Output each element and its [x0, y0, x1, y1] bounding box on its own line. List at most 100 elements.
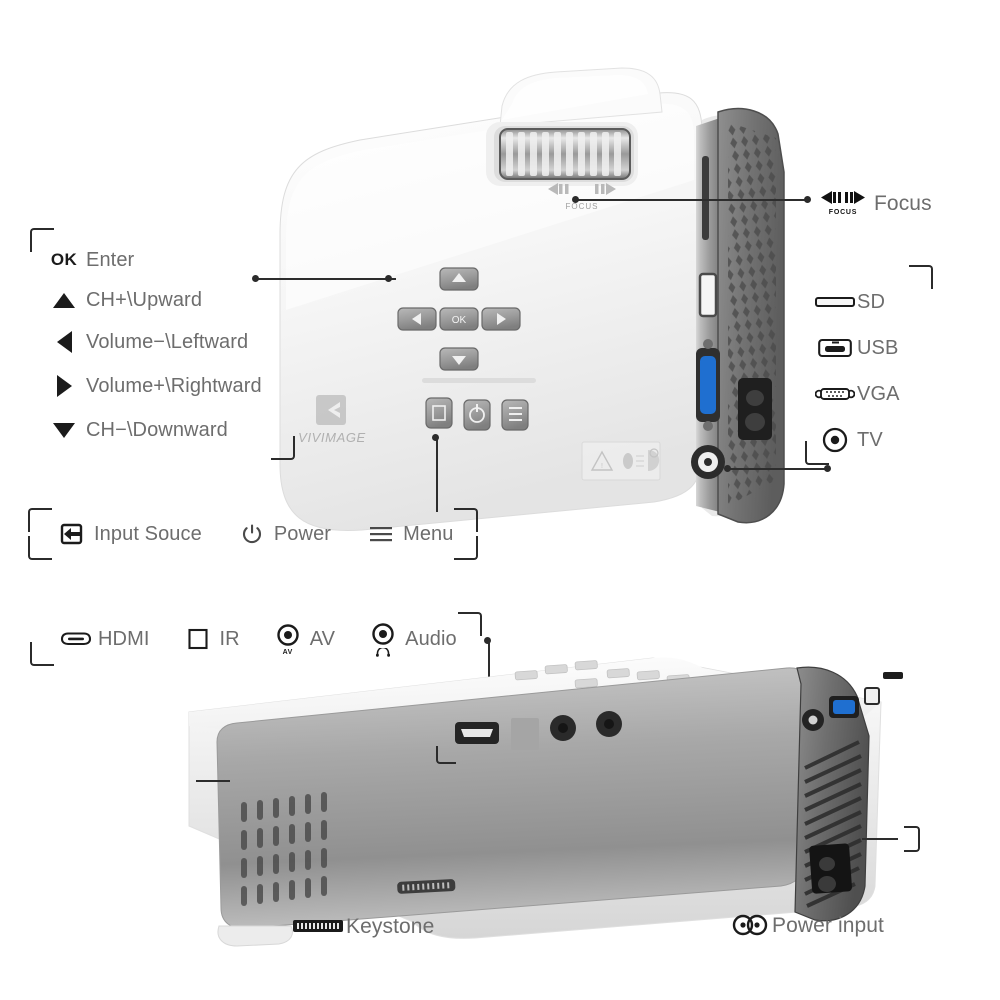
power-icon [230, 523, 274, 545]
focus-label: Focus [874, 191, 932, 215]
usb-port-on-device [698, 272, 718, 318]
keypad-item-enter[interactable]: OK Enter [42, 240, 292, 280]
bracket-corner-bottom-left [30, 642, 54, 666]
ac-socket-on-device [738, 378, 772, 440]
function-label-input-source: Input Souce [94, 523, 202, 545]
svg-text:OK: OK [452, 315, 467, 326]
ir-window-on-device [511, 718, 539, 750]
keypad-item-left[interactable]: Volume−\Leftward [42, 320, 292, 364]
menu-icon [359, 525, 403, 543]
port-item-tv[interactable]: TV [813, 417, 933, 463]
bracket-corner-top-right [454, 508, 478, 532]
focus-icon-caption: FOCUS [828, 209, 858, 216]
audio-icon [361, 622, 405, 657]
bracket-power-input [896, 826, 920, 852]
rear-label-hdmi: HDMI [98, 628, 150, 650]
power-input-callout[interactable]: Power input [728, 910, 884, 940]
keystone-slider-icon [290, 919, 346, 933]
usb-port-on-rear-device [864, 687, 880, 705]
triangle-right-icon [42, 375, 86, 397]
port-label-tv: TV [857, 429, 883, 451]
hdmi-port-on-device [455, 722, 499, 744]
keypad-label-up: CH+\Upward [86, 289, 203, 311]
port-item-usb[interactable]: USB [813, 325, 933, 371]
leader-dot-function [432, 434, 439, 441]
dpad-buttons: OK [397, 267, 521, 371]
keypad-item-up[interactable]: CH+\Upward [42, 280, 292, 320]
hdmi-icon [54, 631, 98, 647]
audio-jack-on-device [596, 711, 622, 737]
leader-line-focus [576, 199, 808, 201]
tv-coax-icon [813, 427, 857, 453]
leader-dot-rear-ports [484, 637, 491, 644]
dpad-down-button [439, 347, 479, 371]
port-label-usb: USB [857, 337, 899, 359]
bracket-corner-top-right [458, 612, 482, 636]
keypad-label-left: Volume−\Leftward [86, 331, 249, 353]
projector-rear-view [175, 650, 905, 950]
keystone-slider-on-device [397, 879, 456, 894]
leader-dot-keypad-start [252, 275, 259, 282]
vga-port-on-device [696, 339, 720, 431]
keystone-callout[interactable]: Keystone [290, 912, 434, 940]
rear-label-av: AV [309, 628, 336, 650]
rear-ports-callout-group: HDMI IR AV AV [30, 612, 482, 666]
focus-arrows-marking-icon [548, 183, 616, 195]
port-item-sd[interactable]: SD [813, 279, 933, 325]
tv-coax-port-on-device [691, 445, 725, 479]
power-input-icon [728, 914, 772, 936]
brand-name: VIVIMAGE [298, 430, 366, 445]
dpad-left-button [397, 307, 437, 331]
dpad-up-button [439, 267, 479, 291]
keypad-label-right: Volume+\Rightward [86, 375, 262, 397]
power-input-label: Power input [772, 913, 884, 937]
triangle-down-icon [42, 422, 86, 438]
leader-line-side-ports [728, 468, 828, 470]
av-icon-caption: AV [282, 648, 293, 656]
av-icon: AV [266, 623, 310, 656]
function-callout-group: Input Souce Power Menu [28, 508, 478, 560]
power-input-socket-on-device [809, 843, 852, 894]
bracket-corner-top-left [28, 508, 52, 532]
focus-callout-group[interactable]: FOCUS Focus [818, 188, 932, 218]
sd-card-icon [813, 296, 857, 308]
vga-port-on-rear-device [829, 696, 859, 718]
keypad-item-down[interactable]: CH−\Downward [42, 408, 292, 452]
port-item-vga[interactable]: VGA [813, 371, 933, 417]
projector-top-illustration: OK [279, 67, 785, 532]
port-label-sd: SD [857, 291, 885, 313]
ok-icon: OK [50, 250, 78, 269]
input-source-icon [50, 522, 94, 546]
triangle-up-icon [42, 292, 86, 308]
leader-dot-focus-start [572, 196, 579, 203]
svg-text:!: ! [601, 463, 603, 470]
bracket-corner-top-right [909, 265, 933, 289]
keystone-label: Keystone [346, 914, 435, 938]
leader-line-keypad [256, 278, 396, 280]
leader-line-power-input [862, 838, 898, 840]
side-ports-callout-group: SD USB [805, 265, 933, 465]
dpad-ok-button: OK [439, 307, 479, 331]
function-buttons [425, 397, 529, 431]
keypad-callout-group: OK Enter CH+\Upward Volume−\Leftward Vol… [30, 228, 295, 460]
keypad-label-enter: Enter [86, 249, 135, 271]
rear-grille [241, 792, 327, 906]
triangle-left-icon [42, 331, 86, 353]
port-label-vga: VGA [857, 383, 900, 405]
leader-dot-side-ports-end [824, 465, 831, 472]
leader-dot-keypad-end [385, 275, 392, 282]
keypad-item-right[interactable]: Volume+\Rightward [42, 364, 292, 408]
leader-line-function [436, 438, 438, 512]
menu-button [501, 399, 529, 431]
leader-line-rear-left [196, 780, 230, 782]
warning-label: ! [581, 441, 661, 481]
brand-logo [316, 395, 346, 425]
bracket-corner-bottom-left [805, 441, 829, 465]
focus-arrows-icon: FOCUS [818, 190, 868, 216]
bracket-corner-bottom-right [454, 536, 478, 560]
dpad-right-button [481, 307, 521, 331]
bracket-corner-bottom-left [28, 536, 52, 560]
function-label-power: Power [273, 523, 332, 545]
power-button [463, 399, 491, 431]
